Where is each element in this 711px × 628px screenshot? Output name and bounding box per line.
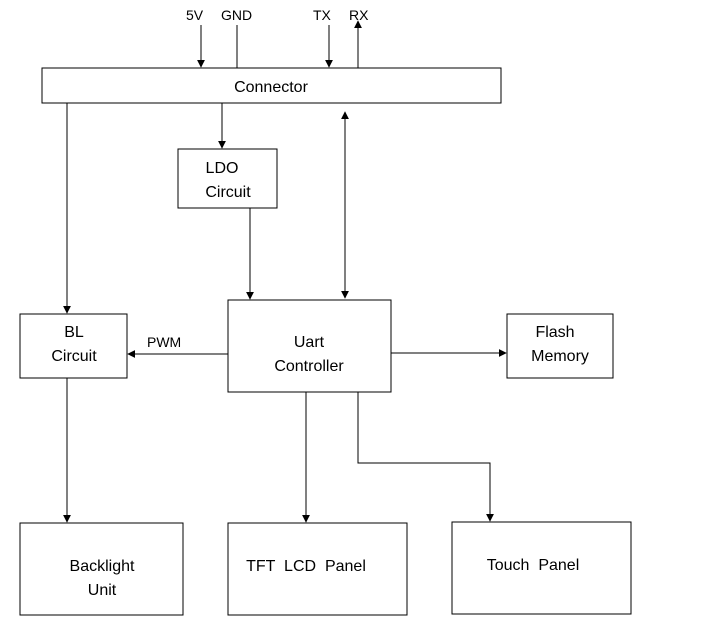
label-pwm: PWM	[147, 334, 181, 350]
ldo-circuit-box	[177, 148, 278, 209]
flash-label-line1: Flash	[535, 324, 574, 341]
uart-controller-box	[227, 299, 392, 393]
bl-label-line2: Circuit	[51, 348, 97, 365]
flash-memory-box	[506, 313, 614, 379]
bl-circuit-box	[19, 313, 128, 379]
uart-label-line1: Uart	[294, 334, 325, 351]
label-tx: TX	[313, 7, 332, 23]
bl-label-line1: BL	[64, 324, 84, 341]
flash-label-line2: Memory	[531, 348, 589, 365]
touch-panel-box	[451, 521, 632, 615]
uart-label-line2: Controller	[274, 358, 344, 375]
label-gnd: GND	[221, 7, 252, 23]
ldo-label-line1: LDO	[206, 160, 239, 177]
tft-lcd-panel-label: TFT LCD Panel	[246, 558, 366, 575]
connector-box	[41, 67, 502, 104]
backlight-label-line1: Backlight	[70, 558, 135, 575]
arrow-uart-to-touch	[357, 392, 494, 522]
label-5v: 5V	[186, 7, 204, 23]
backlight-unit-box	[19, 522, 184, 616]
touch-panel-label: Touch Panel	[487, 557, 580, 574]
backlight-label-line2: Unit	[88, 582, 117, 599]
ldo-label-line2: Circuit	[205, 184, 251, 201]
tft-lcd-panel-box	[227, 522, 408, 616]
label-rx: RX	[349, 7, 369, 23]
connector-label: Connector	[234, 79, 308, 96]
